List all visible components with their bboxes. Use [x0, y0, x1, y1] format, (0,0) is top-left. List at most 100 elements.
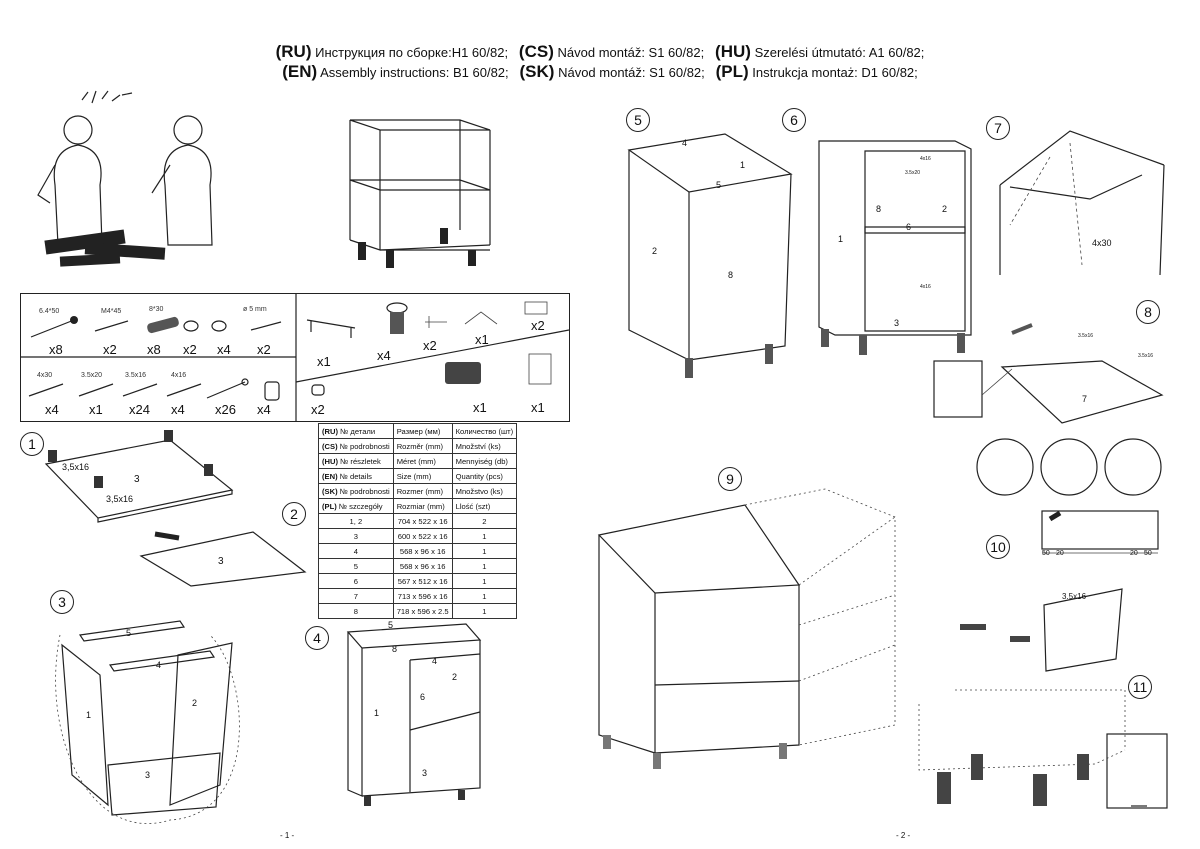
title-cs: Návod montáž: S1 60/82; [557, 45, 705, 60]
washer-icon [183, 320, 199, 332]
hinge-icon [445, 362, 481, 384]
hw-qty-6: x2 [257, 342, 271, 357]
dims-size: 718 x 596 x 2.5 [392, 603, 453, 619]
dims-quantity: 1 [451, 588, 518, 604]
hw-qty-handle: x1 [317, 354, 331, 369]
s1-screw-label-a: 3,5x16 [62, 462, 90, 472]
dims-part-number: 3 [318, 528, 394, 544]
s4-part-4: 4 [432, 656, 438, 666]
hardware-list-panel: 6.4*50 M4*45 8*30 ø 5 mm x8 x2 x8 x2 x4 … [20, 293, 570, 422]
step-number-7: 7 [986, 116, 1010, 140]
hw-qty-5: x4 [217, 342, 231, 357]
dims-part-label: № szczegóły [338, 501, 383, 511]
lang-code-cs: (CS) [518, 42, 554, 61]
step-number-1: 1 [20, 432, 44, 456]
s2-part-label: 3 [218, 556, 224, 567]
dims-lang-code: (PL) [322, 501, 337, 511]
hw-qty-2: x2 [103, 342, 117, 357]
step-10-diagram [1041, 510, 1159, 554]
dims-qty-header: Llość (szt) [451, 498, 518, 514]
step-number-3: 3 [50, 590, 74, 614]
connector-icon [264, 381, 280, 401]
dims-header-label: (HU) № részletek [318, 453, 394, 469]
title-sk: Návod montáž: S1 60/82; [558, 65, 705, 80]
dims-quantity: 1 [451, 543, 518, 559]
step-number-4: 4 [305, 626, 329, 650]
step-6-diagram [818, 140, 972, 355]
s10-dim-4: 50 [1144, 550, 1152, 557]
bolt-m4-icon [94, 320, 129, 332]
s5-part-4: 4 [682, 138, 688, 148]
s8-screw-label-a: 3.5x16 [1078, 333, 1094, 339]
s10-dim-1: 50 [1042, 550, 1050, 557]
hw-qty-12: x4 [257, 402, 271, 417]
dims-size: 713 x 596 x 16 [392, 588, 453, 604]
hw-label-1: 6.4*50 [39, 308, 60, 315]
s8-screw-label-b: 3.5x16 [1138, 353, 1154, 359]
dims-quantity: 2 [451, 513, 518, 529]
hw-qty-plate: x2 [531, 318, 545, 333]
s3-part-3: 3 [145, 770, 151, 780]
lang-code-sk: (SK) [519, 62, 555, 81]
dims-part-number: 8 [318, 603, 394, 619]
hw-label-7: 4x30 [37, 372, 53, 379]
step-number-2: 2 [282, 502, 306, 526]
dims-lang-code: (SK) [322, 486, 338, 496]
dims-qty-header: Množství (ks) [451, 438, 518, 454]
dims-size: 600 x 522 x 16 [392, 528, 453, 544]
s5-part-1: 1 [740, 160, 746, 170]
page-number-2: - 2 - [896, 831, 911, 840]
hw-qty-4: x2 [183, 342, 197, 357]
s3-part-4: 4 [156, 660, 162, 670]
dims-quantity: 1 [451, 573, 518, 589]
dims-part-label: № podrobnosti [339, 486, 390, 496]
dims-header-label: (PL) № szczegóły [318, 498, 394, 514]
dims-size: 567 x 512 x 16 [392, 573, 453, 589]
two-person-illustration [37, 90, 213, 267]
clip-icon [425, 316, 447, 328]
s3-part-5: 5 [126, 628, 132, 638]
s4-part-5: 5 [388, 620, 394, 630]
hw-qty-hinge: x1 [473, 400, 487, 415]
s11-screw-label: 3.5x16 [1062, 592, 1087, 601]
hw-label-2: M4*45 [101, 308, 122, 315]
step-number-11: 11 [1128, 675, 1152, 699]
handle-icon [306, 319, 356, 338]
hinge-plate-icon [528, 353, 552, 385]
s4-part-6: 6 [420, 692, 426, 702]
hw-qty-11: x26 [215, 402, 236, 417]
hardware-box-dividers [21, 294, 570, 421]
title-pl: Instrukcja montaż: D1 60/82; [752, 65, 918, 80]
s4-part-3: 3 [422, 768, 428, 778]
s7-screw-label: 4x30 [1092, 238, 1112, 248]
s5-part-2: 2 [652, 246, 658, 256]
dims-size: 568 x 96 x 16 [392, 543, 453, 559]
hinge-adjustment-diagram [976, 438, 1162, 496]
step-8-diagram [933, 323, 1164, 424]
dims-part-number: 6 [318, 573, 394, 589]
leg-icon [386, 302, 408, 334]
step-1-diagram [44, 430, 234, 523]
dims-part-label: № podrobnosti [339, 441, 390, 451]
dims-qty-header: Množstvo (ks) [451, 483, 518, 499]
step-3-diagram [55, 620, 240, 824]
dims-quantity: 1 [451, 558, 518, 574]
screw-4x30-icon [28, 383, 64, 397]
title-line-2: (EN) Assembly instructions: B1 60/82; (S… [0, 62, 1200, 82]
door-hinge-mounting-diagram [960, 588, 1123, 672]
step-number-9: 9 [718, 467, 742, 491]
s6-part-6: 6 [906, 222, 912, 232]
hw-qty-3: x8 [147, 342, 161, 357]
s3-part-1: 1 [86, 710, 92, 720]
dims-lang-code: (RU) [322, 426, 339, 436]
s6-part-2: 2 [942, 204, 948, 214]
screw-4x16-icon [166, 383, 202, 397]
hw-qty-9: x24 [129, 402, 150, 417]
